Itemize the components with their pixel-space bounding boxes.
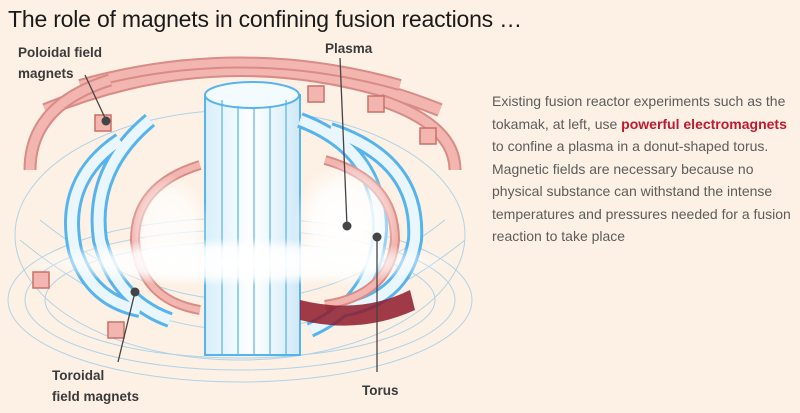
toroidal-label-line1: Toroidal (52, 368, 105, 383)
plasma-label: Plasma (325, 41, 373, 56)
description-before: Existing fusion reactor experiments such… (492, 93, 786, 132)
magnet-end-caps (32, 85, 437, 339)
page-title: The role of magnets in confining fusion … (8, 6, 522, 32)
torus-label: Torus (362, 383, 399, 398)
poloidal-label-line2: magnets (18, 66, 74, 81)
toroidal-field-magnets-label: Toroidal field magnets (52, 365, 139, 407)
description-text: Existing fusion reactor experiments such… (492, 90, 792, 248)
torus-vessel (300, 290, 415, 326)
poloidal-field-magnets-label: Poloidal field magnets (18, 42, 102, 84)
poloidal-label-line1: Poloidal field (18, 45, 103, 60)
leader-lines (84, 57, 382, 372)
description-after: to confine a plasma in a donut-shaped to… (492, 138, 791, 244)
central-solenoid (204, 81, 301, 356)
toroidal-label-line2: field magnets (52, 389, 140, 404)
description-highlight: powerful electromagnets (621, 115, 787, 132)
plasma (25, 163, 455, 287)
